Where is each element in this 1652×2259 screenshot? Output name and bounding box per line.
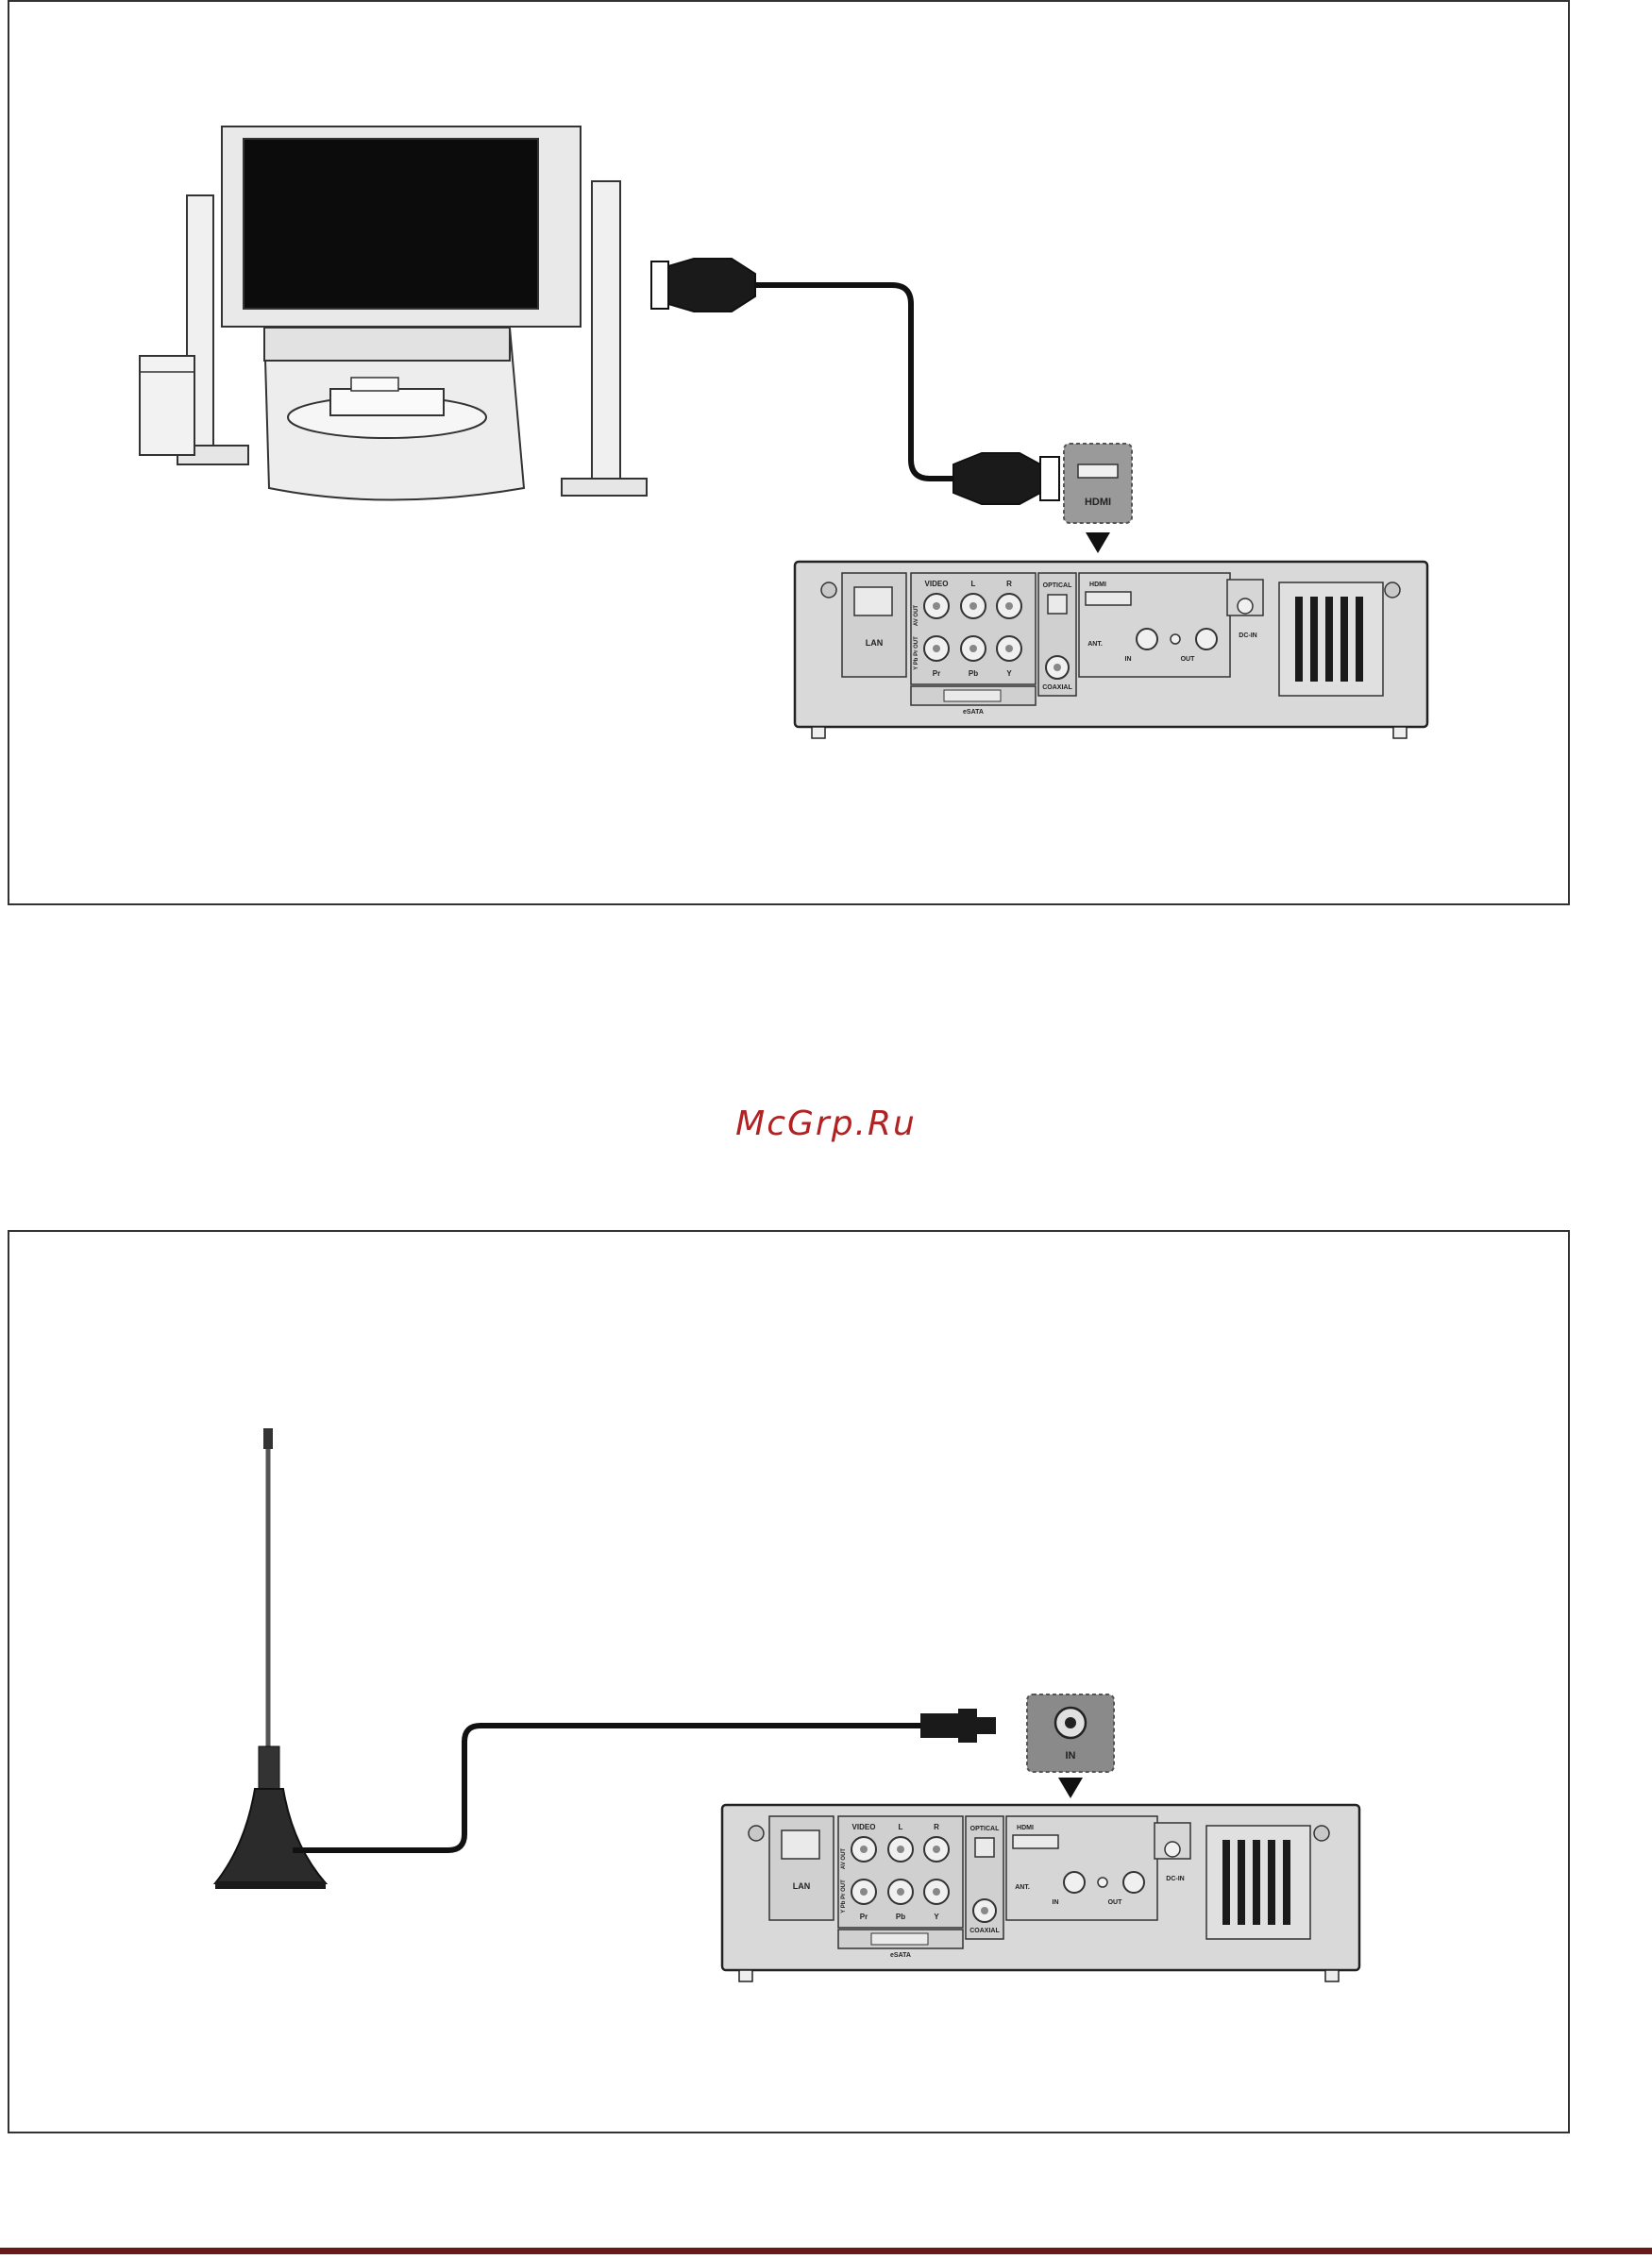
lan-label: LAN (866, 638, 884, 648)
pb-label: Pb (969, 669, 978, 678)
audio-left-label: L (971, 580, 976, 588)
pr-label: Pr (860, 1913, 868, 1921)
esata-label: eSATA (963, 709, 984, 716)
dc-in-label: DC-IN (1239, 632, 1256, 639)
media-player-rear-panel-icon: LAN VIDEO L R AV OUT Y Pb Pr OUT Pr Pb Y… (722, 1805, 1359, 1981)
video-label: VIDEO (852, 1823, 876, 1831)
antenna-in-port-label: IN (1066, 1750, 1076, 1762)
dc-in-label: DC-IN (1166, 1876, 1184, 1882)
audio-right-label: R (934, 1823, 939, 1831)
hdmi-connection-diagram: HDMI LAN VIDEO L R AV OUT Y Pb Pr OUT (9, 2, 1568, 903)
ant-label: ANT. (1015, 1884, 1030, 1891)
hdmi-label: HDMI (1017, 1825, 1034, 1831)
ant-out-label: OUT (1108, 1899, 1123, 1906)
esata-label: eSATA (890, 1952, 911, 1959)
footer-rule (0, 2248, 1652, 2254)
ant-out-label: OUT (1181, 656, 1196, 663)
hdmi-connection-panel: HDMI LAN VIDEO L R AV OUT Y Pb Pr OUT (8, 0, 1570, 905)
av-out-label: AV OUT (841, 1848, 847, 1870)
optical-label: OPTICAL (970, 1826, 1000, 1832)
pb-label: Pb (896, 1913, 905, 1921)
hdmi-label: HDMI (1089, 582, 1106, 588)
coaxial-label: COAXIAL (1042, 684, 1072, 691)
ypbpr-out-label: Y Pb Pr OUT (914, 636, 919, 670)
antenna-icon (215, 1428, 326, 1889)
hdmi-cable-icon (651, 259, 1059, 504)
antenna-connection-panel: IN LAN VIDEO L R AV OUT Y Pb Pr OUT Pr (8, 1230, 1570, 2133)
pr-label: Pr (933, 669, 940, 678)
video-label: VIDEO (925, 580, 949, 588)
y-label: Y (1006, 669, 1012, 678)
ypbpr-out-label: Y Pb Pr OUT (841, 1880, 847, 1913)
ant-in-label: IN (1125, 656, 1132, 663)
antenna-in-callout: IN (1027, 1694, 1114, 1798)
ant-label: ANT. (1087, 641, 1103, 648)
audio-left-label: L (899, 1823, 903, 1831)
optical-label: OPTICAL (1043, 582, 1072, 589)
media-player-rear-panel-icon: LAN VIDEO L R AV OUT Y Pb Pr OUT Pr Pb Y… (795, 562, 1427, 738)
watermark-text: McGrp.Ru (0, 1104, 1652, 1143)
antenna-connection-diagram: IN LAN VIDEO L R AV OUT Y Pb Pr OUT Pr (9, 1232, 1568, 2132)
y-label: Y (934, 1913, 939, 1921)
hdmi-port-label: HDMI (1085, 497, 1111, 508)
tv-system-icon (140, 126, 647, 500)
audio-right-label: R (1006, 580, 1012, 588)
hdmi-port-callout: HDMI (1064, 444, 1132, 553)
ant-in-label: IN (1053, 1899, 1059, 1906)
coaxial-label: COAXIAL (969, 1928, 1000, 1934)
lan-label: LAN (793, 1881, 811, 1891)
av-out-label: AV OUT (914, 605, 919, 627)
